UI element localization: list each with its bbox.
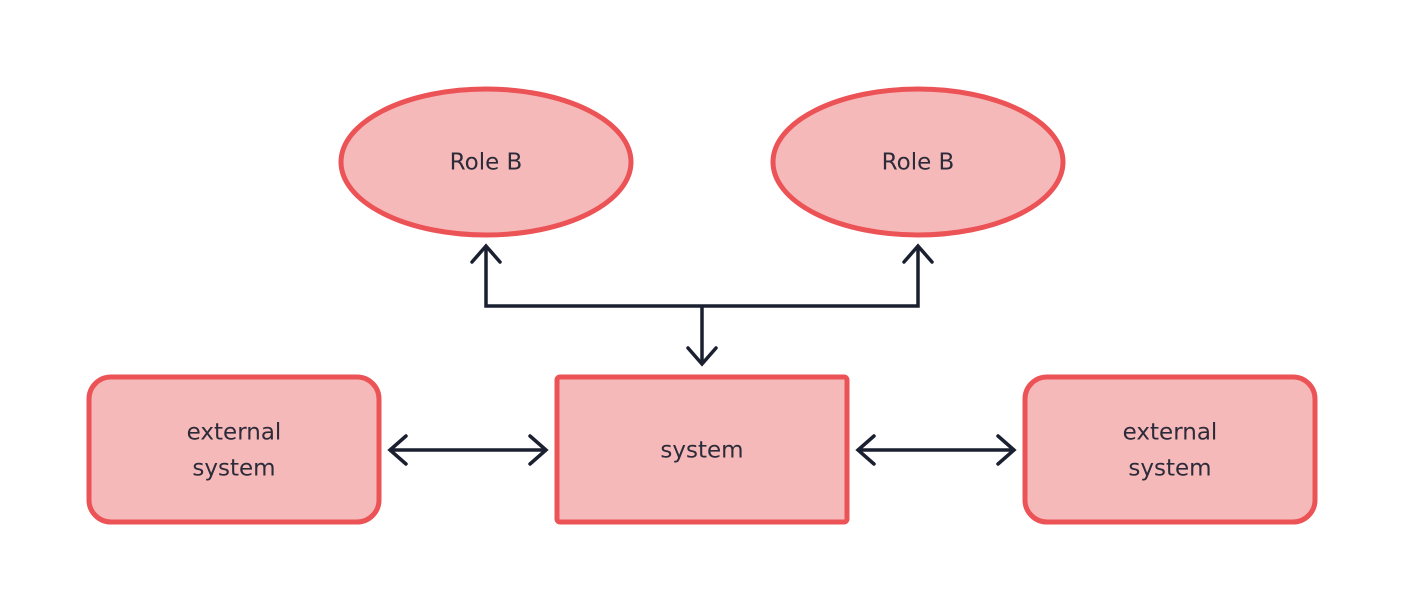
arrowhead-external-left: [387, 434, 408, 466]
arrowhead-role-right: [902, 243, 934, 264]
role-node-right[interactable]: Role B: [770, 86, 1066, 238]
node-label-line-2: system: [1128, 456, 1211, 482]
node-label: Role B: [450, 150, 523, 176]
node-label: Role B: [882, 150, 955, 176]
arrowhead-system-right: [855, 434, 876, 466]
node-label-line-1: external: [1123, 420, 1218, 446]
ellipse-shape: [338, 86, 634, 238]
connectors: [387, 243, 1017, 466]
external-system-node-left[interactable]: external system: [86, 374, 382, 525]
connector-system-to-roles: [484, 246, 920, 364]
ellipse-shape: [770, 86, 1066, 238]
system-node[interactable]: system: [554, 374, 850, 525]
arrowhead-role-left: [470, 243, 502, 264]
arrowhead-system-left: [528, 434, 549, 466]
arrowhead-system-top: [686, 346, 718, 367]
node-label-line-2: system: [192, 456, 275, 482]
node-label: system: [660, 438, 743, 464]
node-label-line-1: external: [187, 420, 282, 446]
arrowhead-external-right: [996, 434, 1017, 466]
rounded-rect-shape: [86, 374, 382, 525]
external-system-node-right[interactable]: external system: [1022, 374, 1318, 525]
role-node-left[interactable]: Role B: [338, 86, 634, 238]
rect-shape: [554, 374, 850, 525]
rounded-rect-shape: [1022, 374, 1318, 525]
